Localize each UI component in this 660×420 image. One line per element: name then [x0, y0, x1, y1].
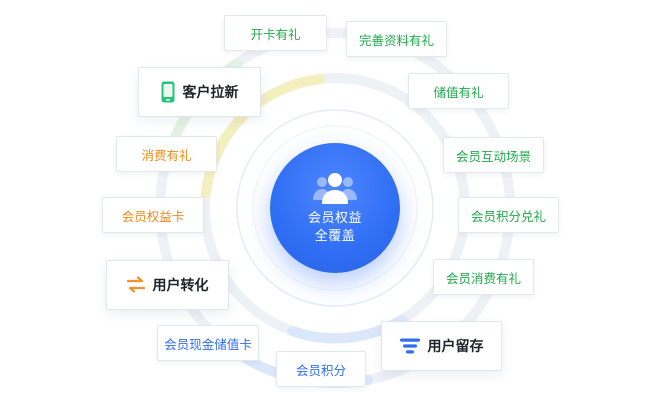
tag-kaika[interactable]: 开卡有礼: [224, 15, 327, 51]
user-group-icon: [313, 173, 357, 204]
card-user-conversion-label: 用户转化: [152, 278, 209, 294]
tag-xianjin[interactable]: 会员现金储值卡: [157, 325, 259, 361]
swap-arrows-icon: [126, 276, 145, 293]
inner-ring-2: [252, 125, 418, 291]
tag-jifen-duihuan[interactable]: 会员积分兑礼: [458, 197, 559, 233]
tag-jifen[interactable]: 会员积分: [276, 351, 366, 387]
tag-hudong[interactable]: 会员互动场景: [443, 137, 544, 173]
phone-icon: [161, 81, 174, 103]
tag-chuzhi[interactable]: 储值有礼: [408, 73, 509, 109]
tag-xiaofei-member[interactable]: 会员消费有礼: [433, 259, 534, 295]
center-title-line2: 全覆盖: [314, 229, 356, 244]
layers-icon: [399, 338, 420, 354]
tag-wanshan[interactable]: 完善资料有礼: [346, 21, 447, 57]
tag-xiaofei[interactable]: 消费有礼: [116, 136, 217, 172]
card-user-retention[interactable]: 用户留存: [381, 321, 502, 371]
card-user-conversion[interactable]: 用户转化: [106, 260, 229, 310]
inner-ring: [236, 109, 434, 307]
card-customer-acquisition-label: 客户拉新: [182, 85, 239, 101]
center-hub: 会员权益 全覆盖: [270, 143, 400, 273]
center-title-line1: 会员权益: [307, 211, 362, 226]
tag-quanyika[interactable]: 会员权益卡: [102, 197, 204, 233]
card-user-retention-label: 用户留存: [427, 339, 484, 355]
card-customer-acquisition[interactable]: 客户拉新: [138, 67, 261, 117]
